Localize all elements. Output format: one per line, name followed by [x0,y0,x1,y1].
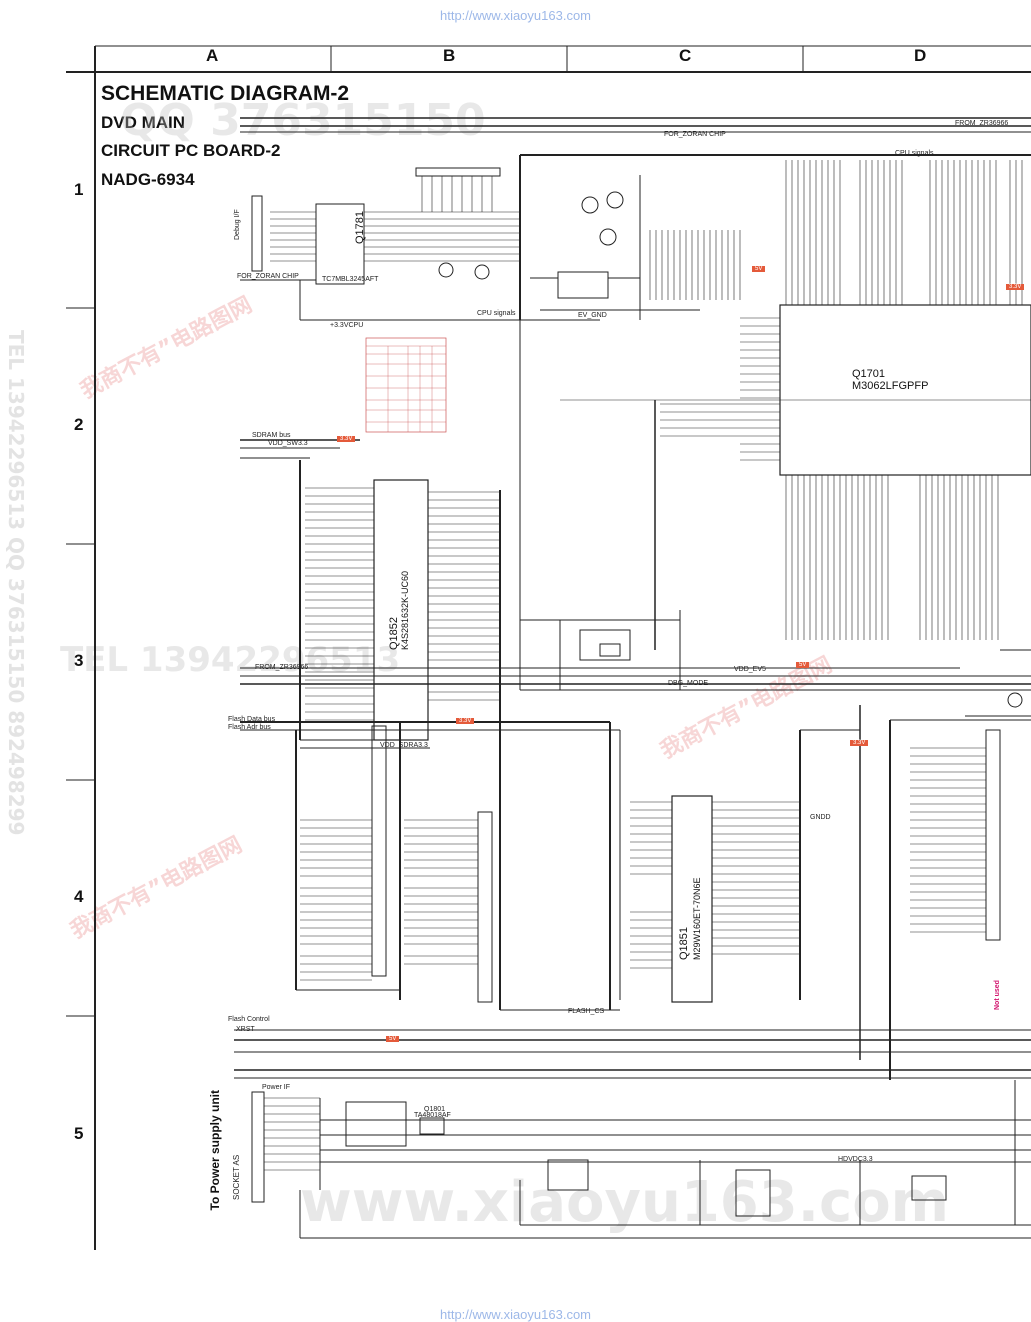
q1781-label: Q1781 [354,210,366,244]
power-if-label: Power IF [262,1084,291,1091]
cpu-33v-label: +3.3VCPU [330,322,364,329]
tag-5v-power: 5V [386,1036,400,1042]
row-3-label: 3 [74,651,84,670]
tag-3v3-flash: 3.3V [456,718,475,724]
not-used-label: Not used [994,980,1001,1010]
footer-url[interactable]: http://www.xiaoyu163.com [439,1307,592,1322]
q1851-part: M29W160ET-70N6E [692,877,702,960]
power-supply-label: To Power supply unit [208,1090,222,1211]
column-b-label: B [443,46,456,65]
q1701-label: Q1701 [852,368,886,380]
tag-5v-top: 5V [752,266,766,272]
hdvdc-label: HDVDC3.3 [838,1156,873,1163]
flash-data-bus-label: Flash Data bus [228,716,276,723]
tag-5v-mid: 5V [796,662,810,668]
q1781-part: TC7MBL3245AFT [322,276,379,283]
diagram-title: SCHEMATIC DIAGRAM-2 [101,82,350,105]
q1801-label: Q1801 [424,1106,446,1113]
board-subtitle: CIRCUIT PC BOARD-2 [101,141,281,160]
q1801-part: TA48018AF [414,1112,451,1119]
tag-3v3-sdram: 3.3V [337,436,356,442]
ev-gnd-label: EV_GND [578,312,607,319]
cpu-signals-label: CPU signals [477,310,516,317]
flash-cs-label: FLASH_CS [568,1008,605,1015]
socket-label: SOCKET AS [232,1154,241,1200]
q1851-label: Q1851 [678,926,690,960]
cpu-signals-top-label: CPU signals [895,150,934,157]
from-zr-label-2: FROM_ZR36966 [255,664,309,671]
vdd-sdra-label: VDD_SDRA3.3 [380,742,428,749]
tag-3v3-right: 3.3V [1006,284,1025,290]
xrst-label: XRST [236,1026,255,1033]
flash-adr-bus-label: Flash Adr bus [228,724,271,731]
sdram-bus-label: SDRAM bus [252,432,291,439]
board-code: NADG-6934 [101,170,195,189]
column-d-label: D [914,46,927,65]
for-zoran-label: FOR_ZORAN CHIP [664,131,726,138]
vdd-sw33-label: VDD_SW3.3 [268,440,308,447]
column-c-label: C [679,46,692,65]
tag-3v3-right-mid: 3.3V [850,740,869,746]
flash-control-label: Flash Control [228,1016,270,1023]
dbg-mode-label: DBG_MODE [668,680,709,687]
row-4-label: 4 [74,887,84,906]
debug-if-label: Debug I/F [234,209,241,240]
q1852-label: Q1852 [388,616,400,650]
watermark-side: TEL 13942296513 QQ 376315150 892498299 [4,330,28,836]
q1852-part: K4S281632K-UC60 [400,570,410,650]
row-2-label: 2 [74,415,84,434]
column-a-label: A [206,46,219,65]
for-zoran-label-2: FOR_ZORAN CHIP [237,273,299,280]
row-1-label: 1 [74,180,84,199]
board-name: DVD MAIN [101,113,186,132]
gndd-label: GNDD [810,814,831,821]
from-zr-label: FROM_ZR36966 [955,120,1009,127]
vdd-ev5-label: VDD_EV5 [734,666,766,673]
row-5-label: 5 [74,1124,84,1143]
header-url[interactable]: http://www.xiaoyu163.com [439,8,592,23]
q1701-part: M3062LFGPFP [852,380,929,392]
